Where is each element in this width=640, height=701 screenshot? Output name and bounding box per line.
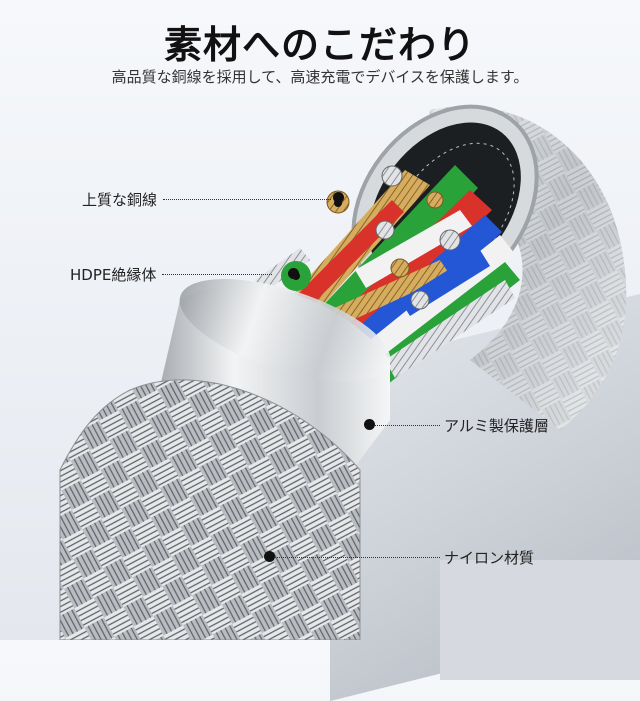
callout-leader-line <box>163 199 332 200</box>
copper-wire-marker-dot <box>333 192 344 203</box>
page-title: 素材へのこだわり <box>163 23 476 67</box>
nylon-braid-marker-dot <box>264 551 275 562</box>
page-subtitle: 高品質な銅線を採用して、高速充電でデバイスを保護します。 <box>111 68 529 86</box>
callout-label: アルミ製保護層 <box>444 417 549 435</box>
callout-label: ナイロン材質 <box>444 549 535 567</box>
callout-leader-line <box>274 557 440 558</box>
callout-nylon-material: ナイロン材質 <box>274 547 534 568</box>
callout-label: 上質な銅線 <box>82 191 158 209</box>
hdpe-insulation-marker-dot <box>288 268 299 279</box>
callout-aluminum-layer: アルミ製保護層 <box>374 415 549 436</box>
callout-leader-line <box>162 274 273 275</box>
front-nylon-braid <box>59 379 361 640</box>
cable-cross-section-illustration <box>59 104 627 640</box>
callout-hdpe-insulation: HDPE絶縁体 <box>70 264 273 285</box>
callout-leader-line <box>374 425 440 426</box>
callout-copper-wire: 上質な銅線 <box>82 189 332 210</box>
product-infographic: 素材へのこだわり 高品質な銅線を採用して、高速充電でデバイスを保護します。 <box>59 23 640 701</box>
aluminum-layer-marker-dot <box>364 419 375 430</box>
callout-label: HDPE絶縁体 <box>70 266 157 284</box>
